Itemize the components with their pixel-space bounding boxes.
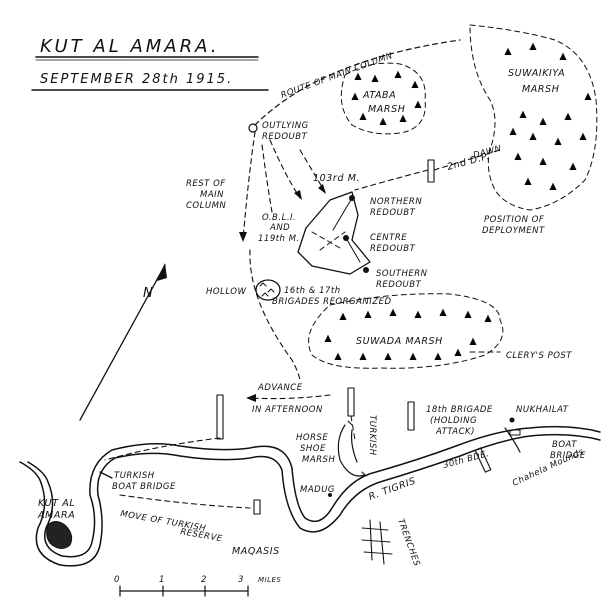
tigris-label: R. TIGRIS: [367, 476, 417, 503]
advance-label-2: IN AFTERNOON: [252, 405, 323, 415]
brig18-label-3: ATTACK): [435, 427, 475, 437]
southern-label-2: REDOUBT: [376, 280, 422, 290]
turkish-vertical: TURKISH: [347, 387, 377, 456]
brig18-marker: [407, 401, 415, 431]
position-label-1: POSITION OF: [484, 215, 544, 225]
scale-tick-3: 3: [238, 575, 244, 585]
route-main-column-line: [254, 39, 461, 126]
north-arrow: N: [79, 263, 167, 421]
clerys-label: CLERY'S POST: [506, 351, 572, 361]
scale-tick-1: 1: [159, 575, 165, 585]
ataba-marsh: ATABA MARSH: [340, 62, 426, 135]
turkish-vert-label: TURKISH: [367, 415, 377, 456]
maqasis-label: MAQASIS: [232, 546, 280, 557]
madug-dot: [328, 493, 332, 497]
nukhailat-label: NUKHAILAT: [516, 405, 569, 415]
redoubt-complex: [297, 191, 371, 275]
outlying-label-1: OUTLYING: [262, 121, 309, 131]
river-tigris: [19, 425, 601, 567]
scale-tick-2: 2: [201, 575, 207, 585]
turkish-reserve-move: MOVE OF TURKISH RESERVE: [119, 494, 261, 544]
obli-label-3: 119th M.: [258, 234, 300, 244]
southern-label-1: SOUTHERN: [376, 269, 428, 279]
column-movements: [239, 131, 429, 383]
scale-unit: MILES: [258, 576, 281, 584]
brigades-label-1: 16th & 17th: [284, 286, 341, 296]
hollow: HOLLOW: [206, 279, 281, 301]
horse-label-2: SHOE: [300, 444, 326, 454]
position-label-2: DEPLOYMENT: [482, 226, 545, 236]
map-title: KUT AL AMARA.: [40, 36, 219, 57]
left-dashed-route: [104, 437, 221, 461]
northern-label-1: NORTHERN: [370, 197, 422, 207]
chahela-label: Chahela Mounds: [511, 447, 586, 489]
rest-label-2: MAIN: [200, 190, 224, 200]
centre-label-1: CENTRE: [370, 233, 407, 243]
scale-bar: 0 1 2 3 MILES: [114, 575, 281, 597]
ataba-label-1: ATABA: [362, 90, 396, 101]
obli-label-1: O.B.L.I.: [262, 213, 296, 223]
brigades-label-2: BRIGADES REORGANIZED: [272, 297, 392, 307]
northern-label-2: REDOUBT: [370, 208, 416, 218]
kut-label-2: AMARA: [37, 510, 75, 521]
boat-bridge-label-2: BRIDGE: [550, 451, 586, 461]
kut-al-amara-town: KUT AL AMARA: [37, 498, 75, 549]
north-label: N: [143, 286, 155, 301]
brig18-label-1: 18th BRIGADE: [426, 405, 493, 415]
left-trench-marker: [216, 394, 224, 440]
scale-tick-0: 0: [114, 575, 120, 585]
nukhailat-dot: [509, 417, 515, 423]
madug-label: MADUG: [300, 485, 335, 495]
turkish-boat-label-1: TURKISH: [114, 471, 155, 481]
rest-label-3: COLUMN: [186, 201, 226, 211]
advance-label-1: ADVANCE: [257, 383, 303, 393]
turkish-boat-label-2: BOAT BRIDGE: [112, 482, 176, 492]
rest-label-1: REST OF: [186, 179, 226, 189]
brig18-label-2: (HOLDING: [430, 416, 477, 426]
outlying-redoubt: OUTLYING REDOUBT: [248, 121, 309, 142]
hollow-label: HOLLOW: [206, 287, 246, 297]
outlying-label-2: REDOUBT: [262, 132, 308, 142]
suwada-marsh: SUWADA MARSH: [308, 293, 504, 369]
move-label-2: RESERVE: [179, 527, 223, 544]
suwada-label: SUWADA MARSH: [356, 336, 443, 347]
trenches-label: TRENCHES: [395, 518, 422, 568]
horse-shoe-marsh: HORSE SHOE MARSH: [296, 420, 367, 477]
turkish-boat-bridge: TURKISH BOAT BRIDGE: [99, 471, 176, 492]
kut-label-1: KUT AL: [38, 498, 75, 509]
ataba-label-2: MARSH: [368, 104, 405, 115]
second-dp: 2nd D.P. DAWN: [427, 144, 503, 183]
m103-label: 103rd M.: [313, 173, 360, 184]
suwaikiya-marsh: SUWAIKIYA MARSH: [469, 24, 598, 211]
horse-label-3: MARSH: [302, 455, 335, 465]
centre-label-2: REDOUBT: [370, 244, 416, 254]
map-subtitle: SEPTEMBER 28th 1915.: [40, 72, 233, 87]
advance-arrow: ADVANCE IN AFTERNOON: [246, 383, 331, 415]
trenches: TRENCHES: [361, 518, 422, 568]
obli-label-2: AND: [269, 223, 290, 233]
horse-label-1: HORSE: [296, 433, 328, 443]
suwaikiya-label-2: MARSH: [522, 84, 559, 95]
suwaikiya-label-1: SUWAIKIYA: [508, 68, 565, 79]
boat-bridge-label-1: BOAT: [552, 440, 577, 450]
